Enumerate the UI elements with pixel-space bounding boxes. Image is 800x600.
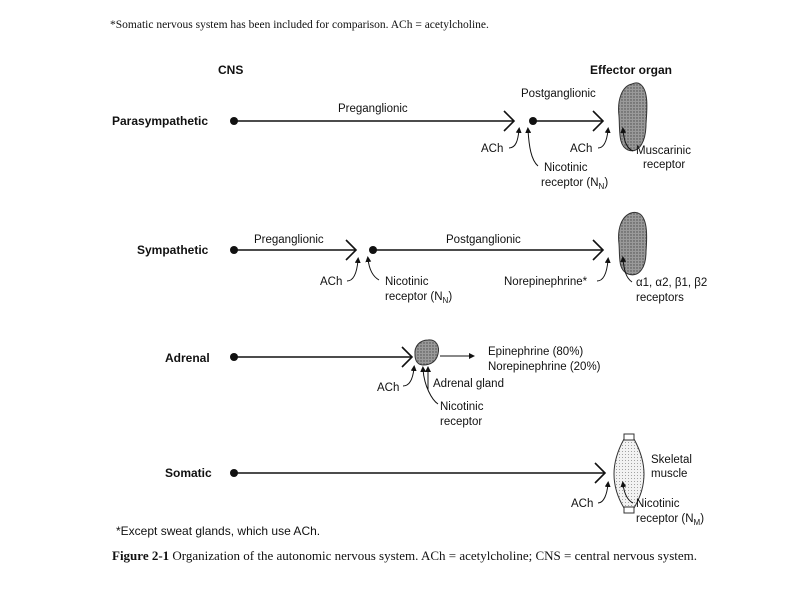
ach-label: ACh — [377, 382, 399, 394]
nicotinic-label: Nicotinic — [636, 498, 680, 510]
effector-organ-header: Effector organ — [590, 63, 672, 77]
postganglionic-label: Postganglionic — [446, 234, 521, 246]
ach-effector-label: ACh — [570, 143, 592, 155]
postganglionic-label: Postganglionic — [521, 88, 596, 100]
synapse-terminal — [345, 239, 358, 261]
adrenal-label: Adrenal — [165, 351, 210, 365]
adrenergic-receptors-label: α1, α2, β1, β2 — [636, 277, 707, 289]
neuromuscular-terminal — [594, 462, 607, 484]
ach-arrow — [402, 365, 417, 387]
nicotinic-label: Nicotinic — [544, 162, 588, 174]
parasympathetic-label: Parasympathetic — [112, 114, 208, 128]
nicotinic-receptor-label: receptor (NN) — [385, 291, 452, 305]
caption-text: Organization of the autonomic nervous sy… — [169, 548, 697, 563]
nicotinic-receptor-label: receptor — [440, 416, 482, 428]
muscle-tendon-top — [623, 433, 635, 441]
figure-number: Figure 2-1 — [112, 548, 170, 563]
nicotinic-arrow — [525, 127, 539, 167]
norepinephrine-label: Norepinephrine* — [504, 276, 588, 288]
effector-terminal — [592, 110, 605, 132]
synapse-terminal — [401, 346, 414, 368]
top-note: *Somatic nervous system has been include… — [110, 19, 489, 31]
nicotinic-receptor-label: receptor (NM) — [636, 513, 704, 527]
adrenergic-receptors-word: receptors — [636, 292, 684, 304]
parasympathetic-row: Parasympathetic Preganglionic Postgangli… — [112, 82, 691, 191]
ach-label: ACh — [320, 276, 342, 288]
nicotinic-label: Nicotinic — [385, 276, 429, 288]
nicotinic-receptor-label: receptor (NN) — [541, 177, 608, 191]
muscarinic-label: Muscarinic — [636, 145, 691, 157]
preganglionic-label: Preganglionic — [338, 103, 408, 115]
nicotinic-arrow — [620, 481, 634, 504]
footnote: *Except sweat glands, which use ACh. — [116, 524, 321, 538]
ach-label: ACh — [481, 143, 503, 155]
sympathetic-row: Sympathetic Preganglionic Postganglionic… — [137, 211, 707, 305]
ach-label: ACh — [571, 498, 593, 510]
sympathetic-label: Sympathetic — [137, 243, 209, 257]
somatic-label: Somatic — [165, 466, 212, 480]
effector-terminal — [592, 239, 605, 261]
epinephrine-label: Epinephrine (80%) — [488, 346, 583, 358]
skeletal-label: Skeletal — [651, 454, 692, 466]
ach-arrow — [346, 257, 361, 282]
nicotinic-arrow — [420, 366, 439, 405]
ach-arrow — [508, 127, 522, 149]
muscarinic-arrow — [620, 127, 634, 152]
figure-caption: Figure 2-1 Organization of the autonomic… — [112, 547, 732, 564]
ach-effector-arrow — [597, 127, 611, 149]
nicotinic-arrow — [365, 256, 380, 281]
muscarinic-receptor-label: receptor — [643, 159, 685, 171]
cns-header: CNS — [218, 63, 243, 77]
adrenergic-receptor-arrow — [620, 256, 633, 283]
norepinephrine-arrow — [596, 257, 611, 282]
adrenal-gland-shape — [414, 339, 439, 366]
muscle-label: muscle — [651, 468, 687, 480]
somatic-row: Somatic Skeletal muscle ACh Nicotinic re… — [165, 433, 704, 527]
effector-organ-shape — [618, 82, 648, 152]
ach-arrow — [597, 481, 611, 504]
muscle-tendon-bottom — [623, 506, 635, 514]
adrenal-gland-label: Adrenal gland — [433, 378, 504, 390]
effector-organ-shape — [618, 211, 648, 276]
synapse-terminal — [503, 110, 516, 132]
norepinephrine-label: Norepinephrine (20%) — [488, 361, 601, 373]
preganglionic-label: Preganglionic — [254, 234, 324, 246]
nicotinic-label: Nicotinic — [440, 401, 484, 413]
adrenal-row: Adrenal Epinephrine (80%) Norepinephrine… — [165, 339, 601, 428]
